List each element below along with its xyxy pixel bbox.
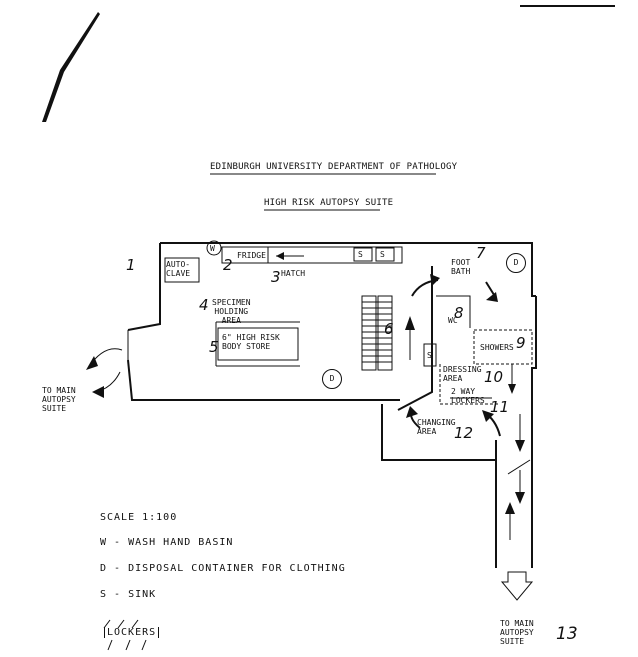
- label-exit-left: TO MAIN AUTOPSY SUITE: [42, 386, 76, 413]
- wash-basin: [206, 240, 222, 256]
- label-two-way-lockers: 2 WAY LOCKERS: [451, 387, 485, 405]
- south-wall: [127, 359, 400, 401]
- bench-left: [361, 295, 377, 371]
- dressing-dashed: [439, 364, 500, 405]
- autoclave-box: [164, 257, 200, 283]
- partition-wall: [397, 266, 433, 411]
- number-5: 5: [209, 338, 219, 356]
- legend-sink: S - SINK: [100, 589, 157, 600]
- number-9: 9: [516, 334, 526, 352]
- number-10: 10: [484, 368, 504, 386]
- exit-arrow-bottom: [500, 571, 534, 601]
- number-2: 2: [223, 256, 233, 274]
- label-fridge: FRIDGE: [237, 251, 266, 260]
- label-body-store: 6" HIGH RISK BODY STORE: [222, 333, 280, 351]
- fridge-bench: [221, 246, 403, 264]
- flow-arrow-up: [405, 316, 415, 330]
- legend-wash-basin: W - WASH HAND BASIN: [100, 537, 234, 548]
- label-specimen-holding: SPECIMEN HOLDING AREA: [212, 298, 251, 325]
- north-wall: [160, 242, 536, 297]
- body-store: [217, 327, 299, 361]
- label-autoclave: AUTO- CLAVE: [166, 260, 191, 278]
- symbol-wash-basin: W: [210, 244, 215, 253]
- disposal-container-2: D: [322, 369, 342, 389]
- legend-scale: SCALE 1:100: [100, 512, 178, 523]
- wc-wall: [436, 295, 471, 328]
- disposal-container-1: D: [506, 253, 526, 273]
- label-foot-bath: FOOT BATH: [451, 258, 471, 276]
- diagram-subtitle: HIGH RISK AUTOPSY SUITE: [264, 198, 394, 208]
- label-exit-bottom: TO MAIN AUTOPSY SUITE: [500, 619, 534, 646]
- page-number: 13: [556, 624, 578, 644]
- footbath-arrow: [430, 274, 440, 286]
- label-showers: SHOWERS: [480, 343, 514, 352]
- east-wall: [531, 296, 537, 460]
- number-3: 3: [271, 268, 281, 286]
- symbol-dressing-sink: S: [427, 351, 432, 360]
- number-8: 8: [454, 304, 464, 322]
- exit-arrow-left: [86, 356, 98, 370]
- symbol-sink-1: S: [358, 250, 363, 259]
- number-1: 1: [126, 256, 136, 274]
- dressing-sink: [423, 343, 437, 367]
- number-7: 7: [476, 244, 486, 262]
- label-dressing-area: DRESSING AREA: [443, 365, 482, 383]
- number-6: 6: [384, 320, 394, 338]
- west-wall-upper: [127, 243, 161, 331]
- number-4: 4: [199, 296, 209, 314]
- label-hatch: HATCH: [281, 269, 306, 278]
- number-11: 11: [490, 398, 510, 416]
- label-wc: WC: [448, 316, 458, 325]
- legend-lockers: LOCKERS: [104, 627, 160, 638]
- hatch-arrow: [276, 252, 284, 260]
- label-changing-area: CHANGING AREA: [417, 418, 456, 436]
- bench-right: [377, 295, 393, 371]
- showers-box: [473, 329, 533, 365]
- diagram-title: EDINBURGH UNIVERSITY DEPARTMENT OF PATHO…: [210, 162, 458, 172]
- sink-2: [375, 247, 395, 262]
- changing-walls: [381, 404, 496, 461]
- number-12: 12: [454, 424, 474, 442]
- legend-disposal: D - DISPOSAL CONTAINER FOR CLOTHING: [100, 563, 346, 574]
- scan-mark: [42, 12, 100, 122]
- symbol-sink-2: S: [380, 250, 385, 259]
- sink-1: [353, 247, 373, 262]
